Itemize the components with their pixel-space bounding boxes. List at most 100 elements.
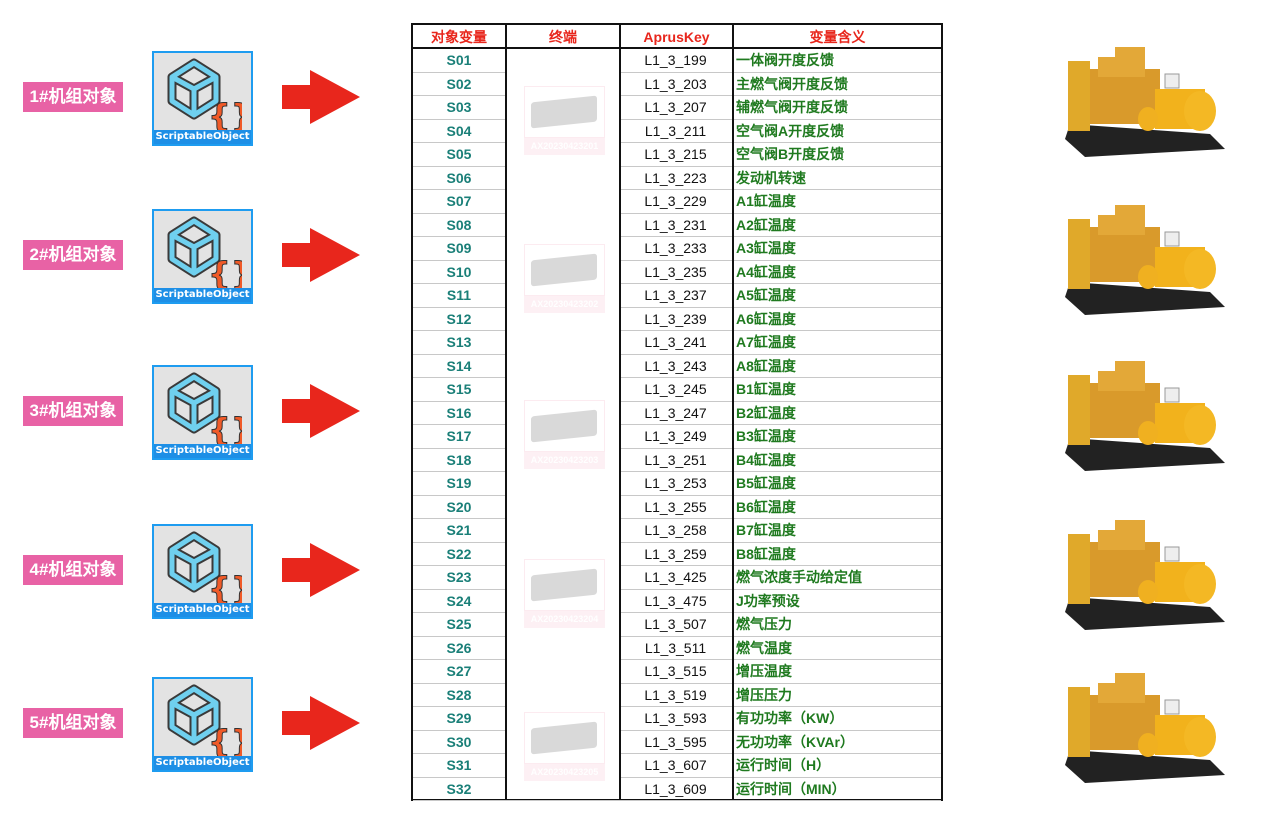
table-row: S24 L1_3_475 J功率预设 xyxy=(413,590,941,613)
object-variable: S12 xyxy=(446,310,472,327)
object-variable: S28 xyxy=(446,686,472,703)
aprus-key: L1_3_247 xyxy=(644,404,707,421)
aprus-key: L1_3_253 xyxy=(644,475,707,491)
terminal-id: AX20230423201 xyxy=(524,138,605,155)
terminal-device-image xyxy=(524,400,605,452)
aprus-key: L1_3_255 xyxy=(644,498,707,515)
arrow-right-icon xyxy=(282,543,360,597)
variable-meaning: A4缸温度 xyxy=(736,263,796,280)
object-variable: S02 xyxy=(446,75,472,92)
variable-meaning: 发动机转速 xyxy=(736,169,806,186)
aprus-key: L1_3_203 xyxy=(644,75,707,92)
aprus-key: L1_3_607 xyxy=(644,757,707,773)
scriptable-object-icon: {} ScriptableObject xyxy=(152,365,253,460)
table-row: S15 L1_3_245 B1缸温度 xyxy=(413,378,941,402)
object-variable: S13 xyxy=(446,334,472,350)
scriptable-object-icon: {} ScriptableObject xyxy=(152,51,253,146)
arrow-right-icon xyxy=(282,228,360,282)
header-meaning: 变量含义 xyxy=(734,25,941,49)
table-row: S20 L1_3_255 B6缸温度 xyxy=(413,496,941,519)
object-variable: S09 xyxy=(446,240,472,256)
table-row: S25 L1_3_507 燃气压力 xyxy=(413,613,941,637)
unit-label: 3#机组对象 xyxy=(23,396,123,426)
aprus-key: L1_3_207 xyxy=(644,99,707,115)
table-row: S14 L1_3_243 A8缸温度 xyxy=(413,355,941,378)
table-row: S05 L1_3_215 空气阀B开度反馈 xyxy=(413,143,941,167)
terminal-id: AX20230423205 xyxy=(524,764,605,781)
aprus-key: L1_3_241 xyxy=(644,334,707,350)
aprus-key: L1_3_229 xyxy=(644,193,707,209)
object-variable: S07 xyxy=(446,193,472,209)
variable-meaning: A1缸温度 xyxy=(736,193,796,209)
aprus-key: L1_3_258 xyxy=(644,522,707,538)
scriptable-object-icon: {} ScriptableObject xyxy=(152,677,253,772)
variable-meaning: A2缸温度 xyxy=(736,216,796,233)
table-row: S09 L1_3_233 A3缸温度 xyxy=(413,237,941,261)
terminal-device-image xyxy=(524,559,605,611)
variable-meaning: 空气阀B开度反馈 xyxy=(736,146,845,162)
object-variable: S23 xyxy=(446,569,472,585)
table-row: S19 L1_3_253 B5缸温度 xyxy=(413,472,941,496)
table-row: S16 L1_3_247 B2缸温度 xyxy=(413,402,941,425)
object-variable: S11 xyxy=(446,287,472,303)
table-row: S22 L1_3_259 B8缸温度 xyxy=(413,543,941,566)
arrow-right-icon xyxy=(282,696,360,750)
variable-meaning: 运行时间（MIN） xyxy=(736,780,846,797)
table-row: S13 L1_3_241 A7缸温度 xyxy=(413,331,941,355)
table-row: S28 L1_3_519 增压压力 xyxy=(413,684,941,707)
terminal-device-image xyxy=(524,244,605,296)
variable-meaning: 燃气温度 xyxy=(736,639,792,656)
generator-image xyxy=(1060,197,1230,317)
object-variable: S27 xyxy=(446,663,472,679)
variable-meaning: A5缸温度 xyxy=(736,287,796,303)
object-variable: S15 xyxy=(446,381,472,397)
aprus-key: L1_3_507 xyxy=(644,616,707,632)
aprus-key: L1_3_211 xyxy=(644,122,707,139)
scriptable-object-caption: ScriptableObject xyxy=(154,130,251,144)
variable-meaning: 燃气压力 xyxy=(736,616,792,632)
aprus-key: L1_3_425 xyxy=(644,569,707,585)
scriptable-object-icon: {} ScriptableObject xyxy=(152,524,253,619)
object-variable: S16 xyxy=(446,404,472,421)
header-terminal: 终端 xyxy=(507,25,619,49)
variable-meaning: 辅燃气阀开度反馈 xyxy=(736,99,848,115)
variable-meaning: A8缸温度 xyxy=(736,357,796,374)
object-variable: S17 xyxy=(446,428,472,444)
variable-meaning: 有功功率（KW） xyxy=(736,710,844,726)
aprus-key: L1_3_515 xyxy=(644,663,707,679)
terminal-device-image xyxy=(524,86,605,138)
header-apruskey: AprusKey xyxy=(621,25,732,49)
table-row: S12 L1_3_239 A6缸温度 xyxy=(413,308,941,331)
scriptable-object-caption: ScriptableObject xyxy=(154,288,251,302)
variable-meaning: 空气阀A开度反馈 xyxy=(736,122,845,139)
header-object-variable: 对象变量 xyxy=(413,25,505,49)
terminal-device-image xyxy=(524,712,605,764)
object-variable: S10 xyxy=(446,263,472,280)
aprus-key: L1_3_223 xyxy=(644,169,707,186)
variable-meaning: B4缸温度 xyxy=(736,451,796,468)
variable-meaning: 增压温度 xyxy=(736,663,792,679)
aprus-key: L1_3_235 xyxy=(644,263,707,280)
terminal-id: AX20230423203 xyxy=(524,452,605,469)
scriptable-object-caption: ScriptableObject xyxy=(154,444,251,458)
table-row: S02 L1_3_203 主燃气阀开度反馈 xyxy=(413,73,941,96)
variable-meaning: 无功功率（KVAr） xyxy=(736,733,854,750)
terminal-device: AX20230423205 xyxy=(524,712,605,781)
object-variable: S21 xyxy=(446,522,472,538)
object-variable: S18 xyxy=(446,451,472,468)
object-variable: S01 xyxy=(446,52,472,68)
variable-meaning: A7缸温度 xyxy=(736,334,796,350)
terminal-id: AX20230423202 xyxy=(524,296,605,313)
svg-text:{}: {} xyxy=(208,97,242,131)
table-row: S17 L1_3_249 B3缸温度 xyxy=(413,425,941,449)
aprus-key: L1_3_231 xyxy=(644,216,707,233)
variable-meaning: A6缸温度 xyxy=(736,310,796,327)
object-variable: S08 xyxy=(446,216,472,233)
svg-text:{}: {} xyxy=(208,411,242,445)
object-variable: S25 xyxy=(446,616,472,632)
aprus-key: L1_3_519 xyxy=(644,686,707,703)
generator-image xyxy=(1060,353,1230,473)
unit-label: 1#机组对象 xyxy=(23,82,123,112)
variable-meaning: 燃气浓度手动给定值 xyxy=(736,569,862,585)
